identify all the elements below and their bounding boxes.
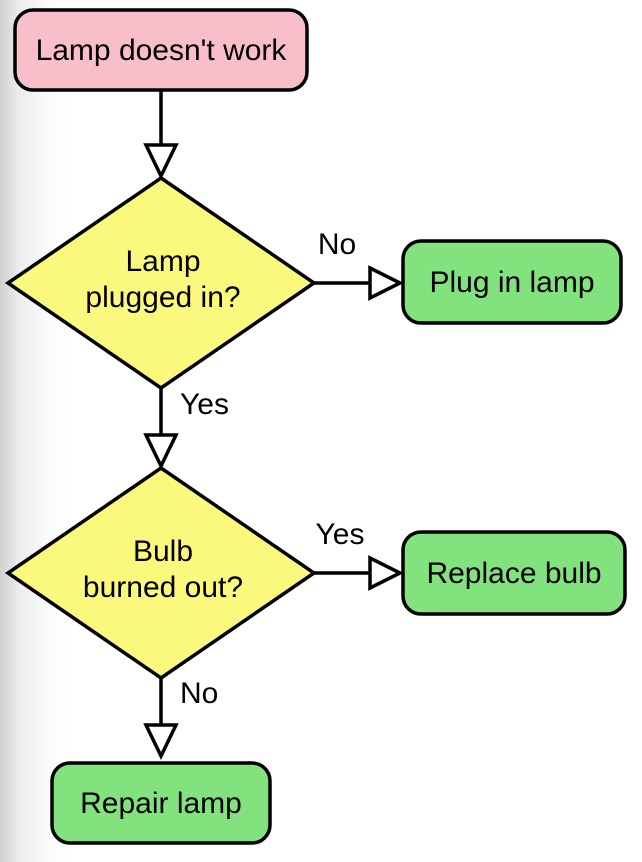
decision1-no-label: No <box>318 228 356 261</box>
action3-node <box>50 761 272 845</box>
arrowhead-right-1-icon <box>368 265 404 301</box>
action2-node <box>401 530 627 616</box>
action2-label: Replace bulb <box>426 557 601 590</box>
decision2-label-line2: burned out? <box>83 571 243 604</box>
action1-label: Plug in lamp <box>429 266 594 299</box>
decision1-node <box>4 175 318 391</box>
decision1-yes-label: Yes <box>180 388 229 421</box>
decision1-label-line1: Lamp <box>125 245 200 278</box>
arrowhead-down-3-icon <box>143 723 179 761</box>
decision1-label-line2: plugged in? <box>85 281 240 314</box>
action3-label: Repair lamp <box>80 787 242 820</box>
start-node <box>13 8 309 92</box>
decision2-node <box>4 465 318 681</box>
action1-node <box>401 239 623 325</box>
decision2-no-label: No <box>180 677 218 710</box>
start-node-label: Lamp doesn't work <box>36 34 288 67</box>
decision2-label-line1: Bulb <box>133 535 193 568</box>
decision2-yes-label: Yes <box>316 518 365 551</box>
arrowhead-down-2-icon <box>143 433 179 471</box>
arrowhead-down-1-icon <box>143 143 179 181</box>
arrowhead-right-2-icon <box>368 555 404 591</box>
